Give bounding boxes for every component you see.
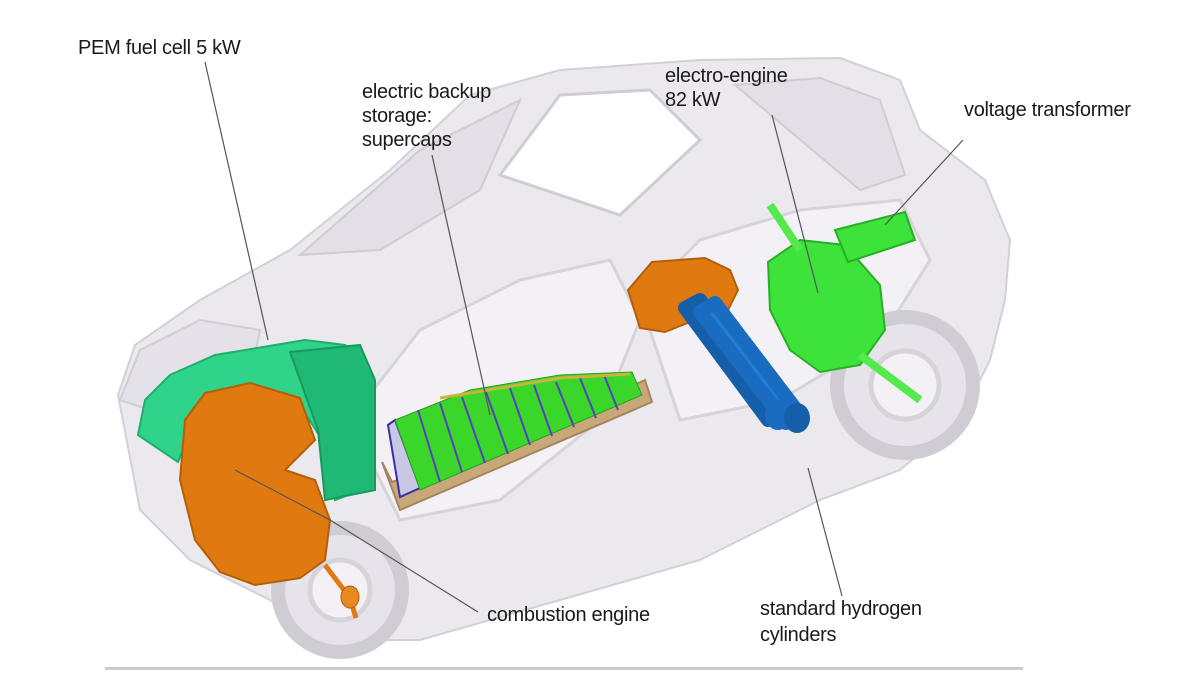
electro-engine-label-line-1: electro-engine [665,65,788,87]
leader-lines [204,61,964,613]
electro-engine-shaft [766,202,923,404]
electro-engine-label-line-2: 82 kW [665,89,721,111]
fuel-cell-box [288,343,376,502]
voltage-transformer-label: voltage transformer [964,99,1131,121]
sunroof-opening [497,88,703,217]
electro-engine-housing [766,238,887,374]
leader-line-combustion-engine [234,469,479,613]
combustion-engine-component [178,381,360,619]
supercaps-frame-ribs [417,374,619,483]
hydrogen-component [626,256,810,433]
supercaps-label-line-2: storage: [362,105,432,127]
leader-line-hydrogen [807,467,843,597]
rear-window [732,76,907,192]
hydrogen-label-line-1: standard hydrogen [760,598,922,620]
electro-engine-component [766,202,923,404]
voltage-transformer-box [833,210,917,264]
hydrogen-cylinder-end-2 [784,403,810,433]
supercaps-component [381,371,654,512]
supercaps-label-line-3: supercaps [362,129,452,151]
bottom-divider [105,667,1023,670]
windshield [297,97,523,257]
supercaps-top-rail [439,372,631,400]
supercaps-cells [394,371,643,491]
supercaps-label-line-1: electric backup [362,81,491,103]
hydrogen-label-line-2: cylinders [760,624,837,646]
combustion-engine-label: combustion engine [487,604,650,626]
leader-line-electro-engine [771,114,819,294]
front-wheel-hub [307,557,373,623]
leader-line-voltage-transformer [884,139,964,226]
leader-line-fuel-cell [204,61,269,341]
leader-line-supercaps [431,154,491,416]
hydrogen-cylinder-end-1 [765,400,791,430]
combustion-engine-joint [340,585,360,609]
fuel-cell-label: PEM fuel cell 5 kW [78,37,241,59]
